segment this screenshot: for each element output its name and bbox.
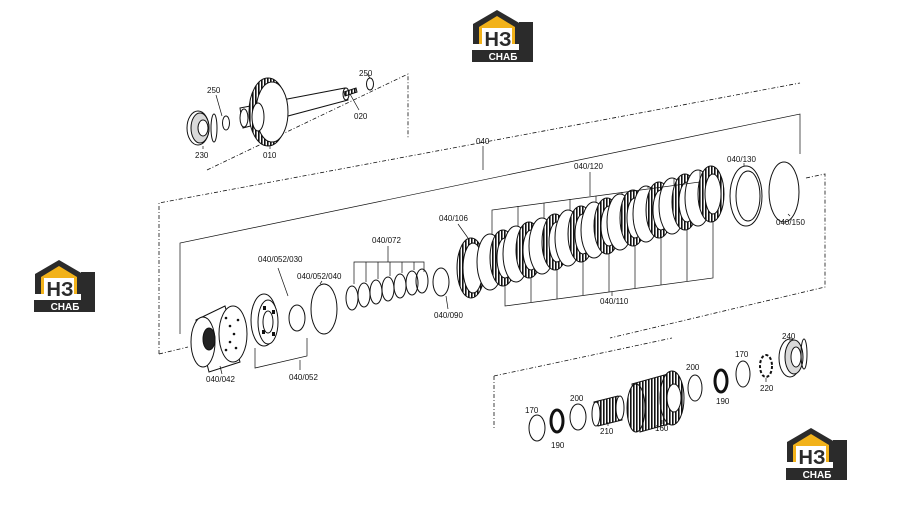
assembly-boundary-right [609, 173, 826, 339]
seal-ring-190-right [713, 368, 729, 394]
label-160: 160 [655, 424, 669, 433]
label-230: 230 [195, 151, 209, 160]
label-250-top: 250 [359, 69, 373, 78]
brand-logo-left: НЗ СНАБ [34, 260, 95, 313]
snap-ring-250-top [366, 77, 374, 91]
brand-mark: НЗ [799, 447, 826, 469]
gear-160 [626, 370, 685, 433]
label-040-052: 040/052 [289, 373, 318, 382]
brand-name: СНАБ [51, 302, 80, 313]
snap-ring-220 [759, 354, 773, 378]
label-190-left: 190 [551, 441, 565, 450]
clutch-housing-040-042 [190, 305, 248, 373]
label-220: 220 [760, 384, 774, 393]
label-170-left: 170 [525, 406, 539, 415]
top-group-boundary [206, 73, 409, 171]
label-040-042: 040/042 [206, 375, 235, 384]
top-shaft-group: 250 020 250 230 010 [186, 69, 409, 171]
brand-name: СНАБ [489, 52, 518, 63]
bearing-230 [186, 110, 218, 146]
label-240: 240 [782, 332, 796, 341]
washer-200-left [569, 403, 587, 431]
label-040-052-040: 040/052/040 [297, 272, 342, 281]
label-200-left: 200 [570, 394, 584, 403]
lower-gear-group: 170 190 200 210 160 200 190 170 [493, 332, 808, 450]
label-200-right: 200 [686, 363, 700, 372]
brand-logo-bottom: НЗ СНАБ [786, 428, 847, 481]
label-040-106: 040/106 [439, 214, 468, 223]
clutch-plate-stack [476, 165, 725, 307]
label-020: 020 [354, 112, 368, 121]
snap-ring-040-090 [432, 267, 450, 297]
label-040-130: 040/130 [727, 155, 756, 164]
clutch-assembly-040: 040 040/042 [158, 82, 826, 384]
needle-bearing-210 [591, 395, 625, 427]
label-040-150: 040/150 [776, 218, 805, 227]
plate-inner-040-110 [697, 165, 725, 223]
spring-set-040-072 [345, 246, 429, 311]
seal-040-052-030 [288, 304, 306, 332]
snap-ring-040-150 [768, 161, 800, 223]
washer-170-left [528, 414, 546, 442]
label-210: 210 [600, 427, 614, 436]
brand-logo-top: НЗ СНАБ [472, 10, 533, 63]
brand-mark: НЗ [47, 279, 74, 301]
label-040-110: 040/110 [600, 297, 629, 306]
piston-040-052 [250, 293, 279, 347]
lower-group-boundary [493, 337, 673, 430]
label-190-right: 190 [716, 397, 730, 406]
seal-040-052-040 [310, 283, 338, 335]
washer-170-right [735, 360, 751, 388]
brand-mark: НЗ [485, 29, 512, 51]
label-170-right: 170 [735, 350, 749, 359]
assembly-boundary-top [158, 82, 801, 354]
pin-020 [343, 87, 358, 97]
snap-ring-250-left [222, 115, 230, 131]
seal-ring-190-left [549, 408, 565, 434]
label-010: 010 [263, 151, 277, 160]
label-040: 040 [476, 137, 490, 146]
assembly-boundary-bottom [158, 346, 189, 355]
brand-name: СНАБ [803, 470, 832, 481]
gear-shaft-010 [239, 77, 350, 147]
bearing-240 [778, 338, 808, 378]
label-250-left: 250 [207, 86, 221, 95]
label-040-120: 040/120 [574, 162, 603, 171]
washer-200-right [687, 374, 703, 402]
label-040-090: 040/090 [434, 311, 463, 320]
label-040-072: 040/072 [372, 236, 401, 245]
label-040-052-030: 040/052/030 [258, 255, 303, 264]
pressure-plate-040-130 [729, 165, 763, 227]
